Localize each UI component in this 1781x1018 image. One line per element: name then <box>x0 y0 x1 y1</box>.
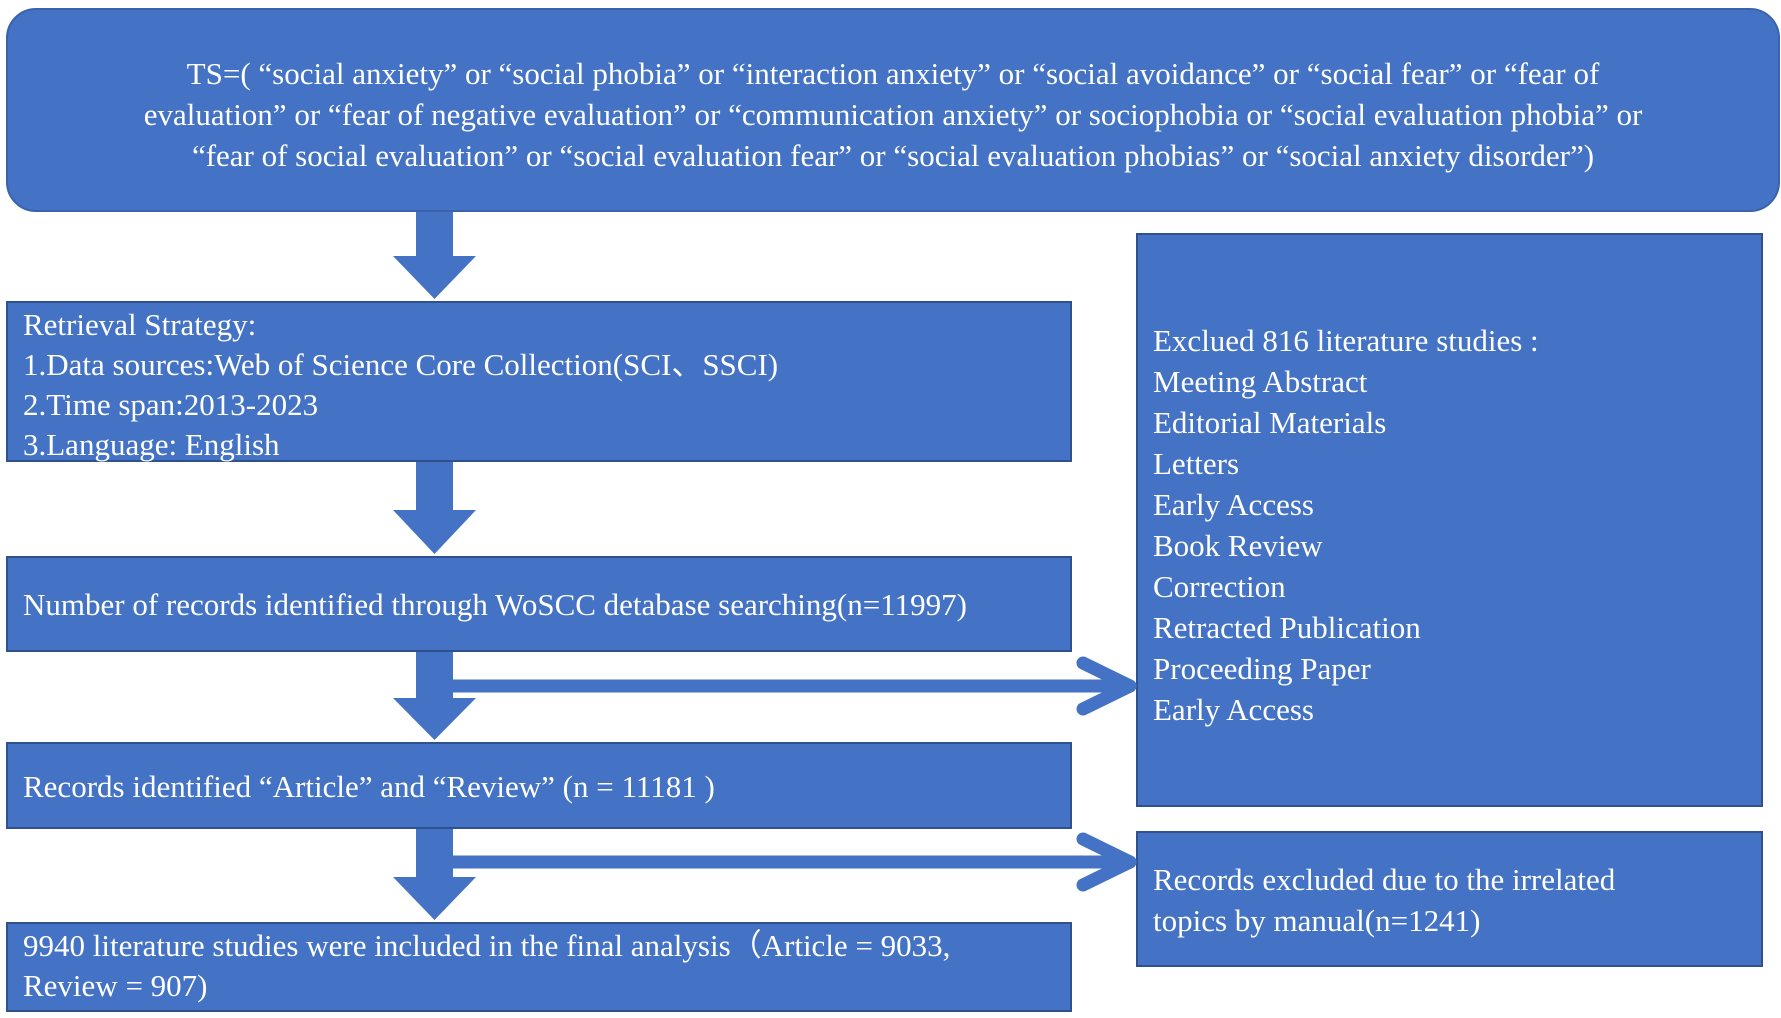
down-arrow-4 <box>393 829 476 920</box>
excluded-types-box: Exclued 816 literature studies : Meeting… <box>1136 233 1763 807</box>
article-review-box: Records identified “Article” and “Review… <box>6 742 1072 829</box>
query-line-3: “fear of social evaluation” or “social e… <box>191 138 1595 173</box>
records-identified-box: Number of records identified through WoS… <box>6 556 1072 652</box>
down-arrow-1 <box>393 212 476 299</box>
irrelated-line-2: topics by manual(n=1241) <box>1153 903 1481 938</box>
irrelated-line-1: Records excluded due to the irrelated <box>1153 862 1616 897</box>
excluded-title: Exclued 816 literature studies : <box>1153 323 1539 358</box>
query-line-2: evaluation” or “fear of negative evaluat… <box>143 97 1643 132</box>
excluded-item: Meeting Abstract <box>1153 364 1368 399</box>
article-review-text: Records identified “Article” and “Review… <box>23 769 715 804</box>
records-identified-text: Number of records identified through WoS… <box>23 587 967 622</box>
down-arrow-3 <box>393 652 476 740</box>
right-arrow-2-head <box>1076 832 1137 892</box>
down-arrow-2 <box>393 462 476 554</box>
final-analysis-box: 9940 literature studies were included in… <box>6 922 1072 1012</box>
irrelated-excluded-box: Records excluded due to the irrelated to… <box>1136 831 1763 967</box>
query-line-1: TS=( “social anxiety” or “social phobia”… <box>186 56 1600 91</box>
excluded-item: Early Access <box>1153 487 1314 522</box>
excluded-item: Editorial Materials <box>1153 405 1387 440</box>
final-analysis-line-2: Review = 907) <box>23 968 208 1003</box>
retrieval-strategy-box: Retrieval Strategy: 1.Data sources:Web o… <box>6 301 1072 462</box>
excluded-item: Proceeding Paper <box>1153 651 1371 686</box>
excluded-item: Retracted Publication <box>1153 610 1421 645</box>
strategy-title: Retrieval Strategy: <box>23 307 257 342</box>
right-arrow-1-head <box>1076 656 1137 716</box>
strategy-data-sources: 1.Data sources:Web of Science Core Colle… <box>23 347 779 382</box>
final-analysis-line-1: 9940 literature studies were included in… <box>23 928 951 963</box>
search-query-box: TS=( “social anxiety” or “social phobia”… <box>6 8 1780 212</box>
strategy-time-span: 2.Time span:2013-2023 <box>23 387 319 422</box>
excluded-item: Correction <box>1153 569 1286 604</box>
strategy-language: 3.Language: English <box>23 427 280 462</box>
excluded-item: Book Review <box>1153 528 1323 563</box>
excluded-item: Letters <box>1153 446 1240 481</box>
excluded-item: Early Access <box>1153 692 1314 727</box>
